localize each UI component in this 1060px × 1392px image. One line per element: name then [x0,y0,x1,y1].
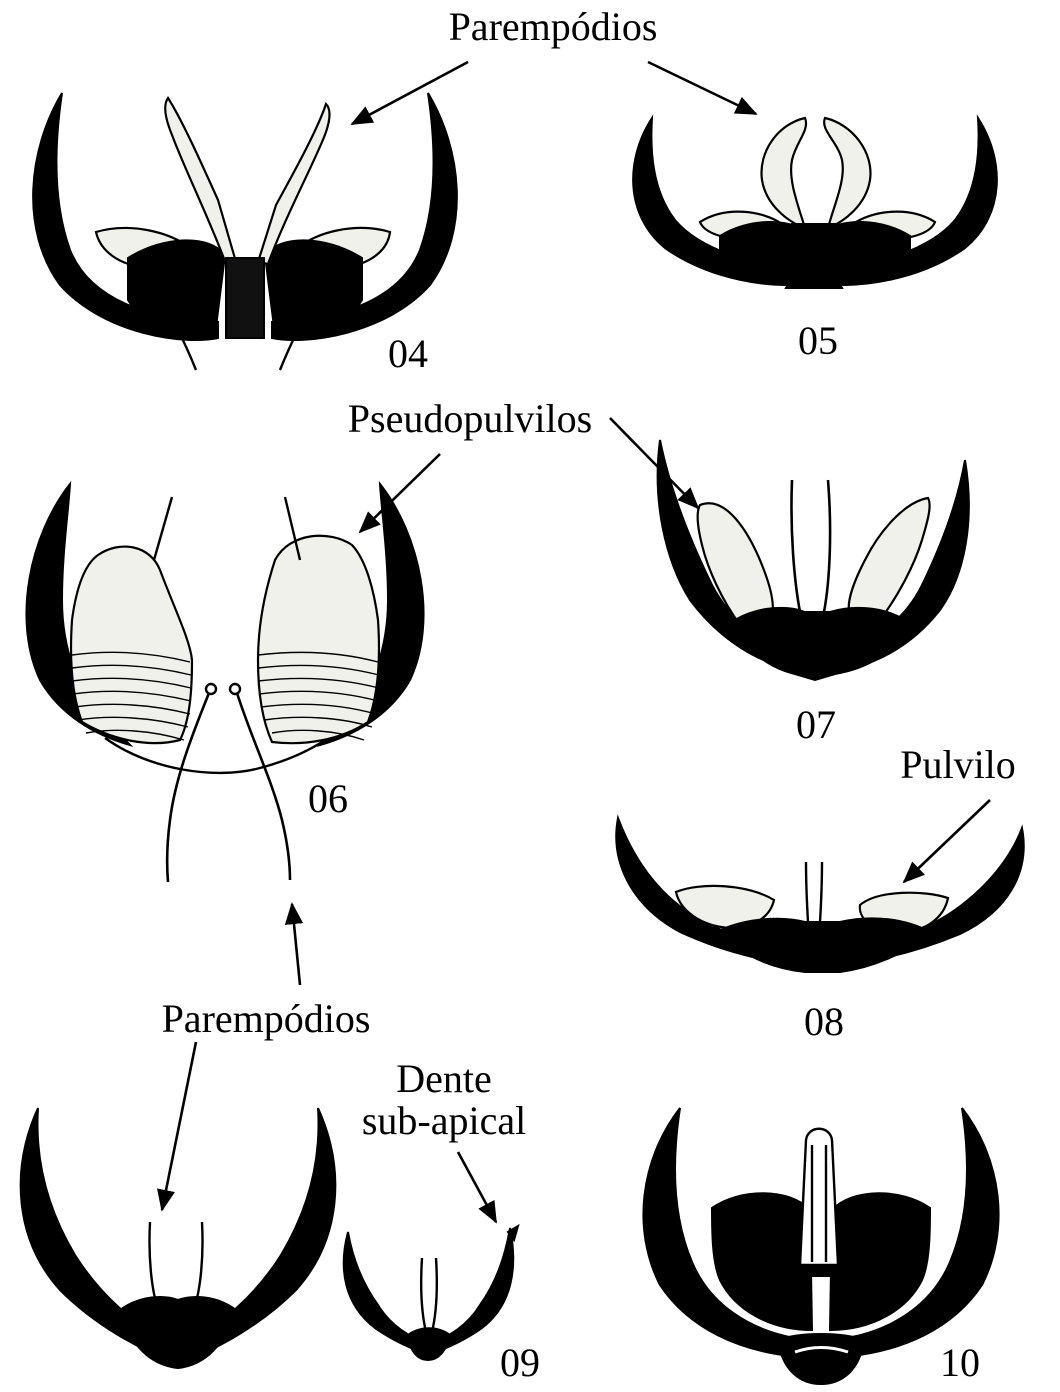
empodium-base [226,258,264,338]
label-dente: Dente [396,1056,492,1101]
arrow-parempodios-to-04 [352,62,468,124]
parempodium-small [421,1258,437,1332]
basal-lobes [720,918,930,972]
empodium-base [796,1265,842,1277]
figure-08 [616,818,1023,972]
figure-number-09: 09 [500,1340,540,1385]
stalk-left [154,497,172,560]
figure-07 [658,440,969,680]
arrow-parempodios-down-09 [162,1042,196,1210]
parempodium-right [824,480,830,612]
arrow-pulvilo-to-08 [904,800,990,882]
label-pseudopulvilos: Pseudopulvilos [348,396,592,441]
pseudopulvillus-right [258,536,379,743]
label-pulvilo: Pulvilo [900,742,1016,787]
figure-number-05: 05 [798,318,838,363]
figure-number-06: 06 [308,776,348,821]
parempodium-left [806,862,808,922]
label-parempodios-bottom: Parempódios [162,996,371,1041]
label-parempodios-top: Parempódios [449,4,658,49]
parempodium-left [791,480,800,612]
figure-number-10: 10 [940,1340,980,1385]
parempodium-left [761,118,806,228]
figure-number-04: 04 [388,331,428,376]
figure-09 [21,1108,518,1368]
parempodium-tip-right [230,684,240,694]
figure-04 [33,93,457,370]
empodium [800,1129,838,1265]
parempodium-right [820,862,822,922]
arrow-pseudopulvilos-to-07 [610,418,698,508]
arrow-parempodios-to-05 [648,62,756,114]
arrow-dente-subapical [458,1152,496,1222]
figure-05 [633,118,997,288]
figure-06 [26,484,423,882]
basal-lobes [735,608,905,680]
figure-number-07: 07 [796,702,836,747]
basal-lobes-large [120,1297,236,1368]
label-sub-apical: sub-apical [362,1098,526,1143]
parempodium-tip-left [206,684,216,694]
basal-lobes-small [408,1328,450,1360]
arrow-parempodios-up-06 [292,904,300,985]
pulvillus-basal [778,1334,864,1384]
figure-number-08: 08 [804,999,844,1044]
pseudopulvillus-left [71,547,192,744]
parempodium-right [824,118,870,228]
